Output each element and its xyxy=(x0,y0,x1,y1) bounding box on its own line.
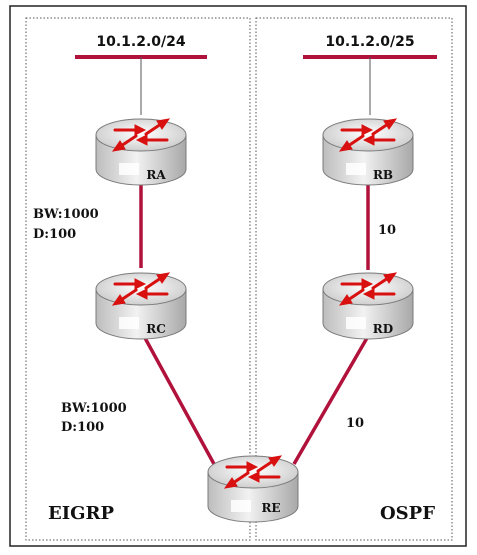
router-re: RE xyxy=(206,454,300,524)
rd-re-cost-label: 10 xyxy=(346,416,364,431)
router-rd: RD xyxy=(321,271,415,341)
rb-rd-cost-label: 10 xyxy=(378,223,396,238)
ospf-domain-box xyxy=(255,17,453,541)
router-rc: RC xyxy=(94,271,188,341)
domain-label-eigrp: EIGRP xyxy=(48,503,114,524)
router-label-rb: RB xyxy=(373,168,393,182)
domain-label-ospf: OSPF xyxy=(380,503,435,524)
outer-frame xyxy=(9,5,467,547)
ra-rc-delay-label: D:100 xyxy=(33,227,76,242)
rc-re-bandwidth-label: BW:1000 xyxy=(61,401,127,416)
link-rc-re xyxy=(143,337,216,465)
eigrp-domain-box xyxy=(25,17,251,541)
ra-rc-bandwidth-label: BW:1000 xyxy=(33,207,99,222)
router-label-rd: RD xyxy=(373,322,393,336)
router-label-ra: RA xyxy=(146,168,166,182)
rc-re-delay-label: D:100 xyxy=(61,420,104,435)
router-label-re: RE xyxy=(261,501,280,515)
router-ra: RA xyxy=(94,117,188,187)
link-rd-re xyxy=(292,337,369,465)
router-label-rc: RC xyxy=(146,322,166,336)
network-label-left: 10.1.2.0/24 xyxy=(96,34,186,50)
router-rb: RB xyxy=(321,117,415,187)
network-label-right: 10.1.2.0/25 xyxy=(325,34,414,50)
